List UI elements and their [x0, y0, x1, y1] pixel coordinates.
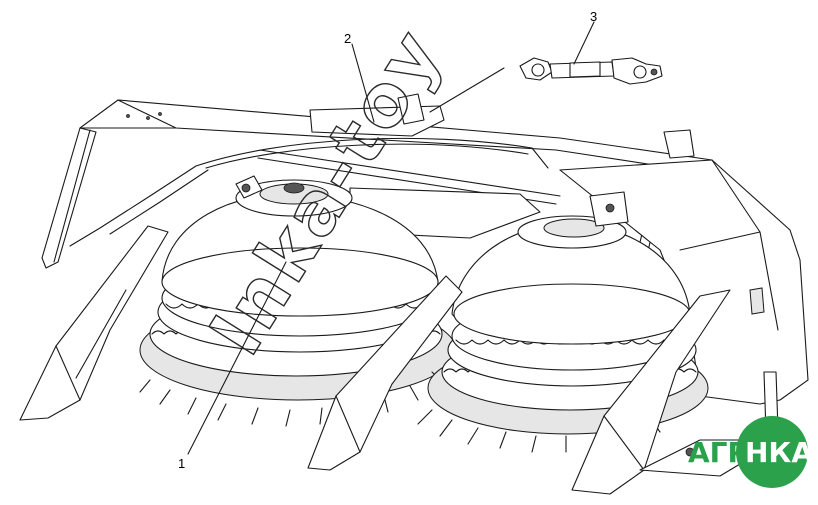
agronka-logo: АГРО НКА: [688, 416, 813, 488]
callout-3: 3: [590, 9, 597, 24]
callout-1: 1: [178, 456, 185, 471]
rotor-right: [417, 191, 709, 453]
housing: [349, 159, 809, 437]
svg-text:АГРО: АГРО: [688, 436, 772, 469]
callouts: 1 2 3: [178, 9, 597, 471]
crop-dividers: [19, 225, 781, 495]
cardan-drive-shaft: [519, 57, 663, 85]
svg-text:НКА: НКА: [745, 436, 813, 469]
callout-2: 2: [344, 31, 351, 46]
